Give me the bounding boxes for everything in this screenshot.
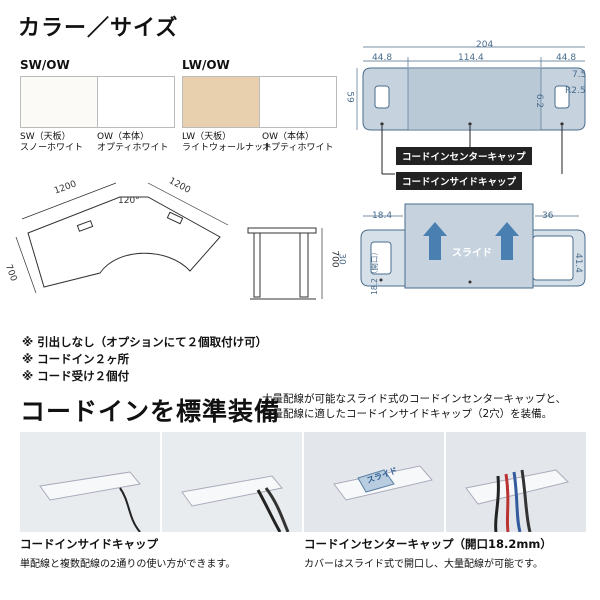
swatch-optic-white: [97, 76, 175, 128]
desk-plan-diagram: [15, 182, 229, 294]
swatch-optic-white: [259, 76, 337, 128]
swatch-label-sw-ow: SW/OW: [20, 58, 70, 72]
dim-angle: 120°: [118, 196, 140, 206]
dim-slide-h-left: 30: [336, 253, 347, 265]
slide-label: スライド: [452, 248, 492, 259]
swatch-label-lw-ow: LW/OW: [182, 58, 230, 72]
feature-heading: コードインを標準装備: [20, 397, 281, 426]
dim-opening: 18.2（開口）: [369, 248, 379, 295]
caption-center-cap-title: コードインセンターキャップ（開口18.2mm）: [304, 537, 552, 551]
swatch-light-walnut: [182, 76, 260, 128]
swatch-snow-white: [20, 76, 98, 128]
dim-slide-left: 18.4: [372, 211, 393, 221]
dim-right: 44.8: [556, 53, 577, 63]
dim-cap-height: 59: [344, 91, 355, 103]
photo-center-cap-closed: スライド: [304, 432, 444, 532]
bullet-item: ※ コードイン２ヶ所: [22, 352, 130, 366]
label-side-cap: コードインサイドキャップ: [396, 172, 523, 190]
caption-side-cap-title: コードインサイドキャップ: [20, 537, 158, 551]
dim-center: 114.4: [458, 53, 484, 63]
dim-radius: R2.5: [565, 86, 586, 96]
swatch-caption: OW（本体）オプティホワイト: [262, 132, 334, 153]
swatch-caption: LW（天板）ライトウォールナット: [182, 132, 273, 153]
desk-side-view: [247, 227, 323, 300]
photo-side-cap-multi: [162, 432, 302, 532]
spec-bullets: ※ 引出しなし（オプションにて２個取付け可） ※ コードイン２ヶ所 ※ コード受…: [22, 334, 267, 385]
photo-center-cap-open: [446, 432, 586, 532]
label-center-cap: コードインセンターキャップ: [396, 147, 532, 165]
swatch-caption: SW（天板）スノーホワイト: [20, 132, 84, 153]
page-title: カラー／サイズ: [18, 16, 179, 41]
dim-slide-right: 36: [542, 211, 554, 221]
slide-diagram: [360, 203, 586, 289]
bullet-item: ※ コード受け２個付: [22, 369, 130, 383]
dim-notch-h: 6.2: [534, 93, 545, 109]
dim-slide-h-right: 41.4: [573, 252, 584, 274]
dim-left: 44.8: [372, 53, 393, 63]
dim-notch-w: 7.5: [572, 70, 587, 80]
caption-side-cap-body: 単配線と複数配線の2通りの使い方ができます。: [20, 559, 236, 570]
cap-dimension-diagram: [356, 46, 586, 175]
photo-side-cap-single: [20, 432, 160, 532]
dim-total: 204: [476, 40, 494, 50]
bullet-item: ※ 引出しなし（オプションにて２個取付け可）: [22, 335, 268, 349]
caption-center-cap-body: カバーはスライド式で開口し、大量配線が可能です。: [304, 559, 543, 570]
feature-description: 大量配線が可能なスライド式のコードインセンターキャップと、 少量配線に適したコー…: [262, 393, 567, 420]
swatch-caption: OW（本体）オプティホワイト: [97, 132, 169, 153]
